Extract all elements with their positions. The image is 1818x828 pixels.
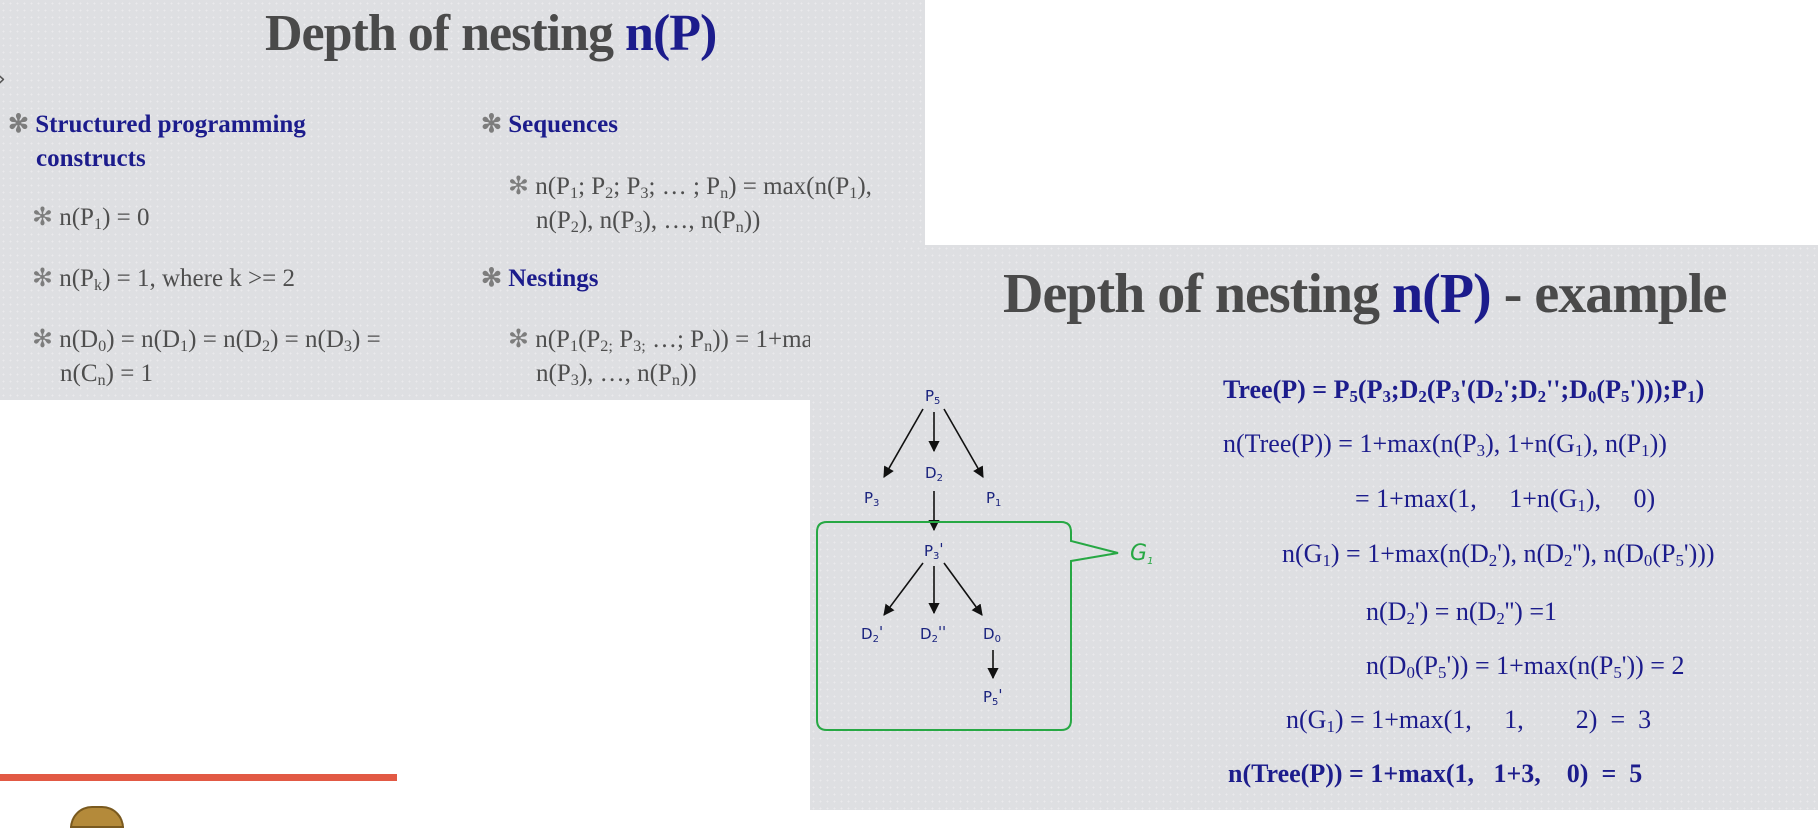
rule-d-constructs: ✻ n(D0) = n(D1) = n(D2) = n(D3) =n(Cn) =… [32, 326, 381, 390]
eq-tree-definition: Tree(P) = P5(P3;D2(P3'(D2';D2'';D0(P5'))… [1223, 375, 1705, 407]
slide-example: Depth of nesting n(P) - example G1 P5 D2… [810, 245, 1818, 810]
chevron-right-icon: › [0, 67, 6, 92]
edge-p3prime-d2prime [883, 562, 924, 616]
edge-p5-p3 [883, 408, 924, 478]
accent-bar [0, 774, 397, 781]
slide-title-example: Depth of nesting n(P) - example [1003, 263, 1727, 325]
group-g1-outline [816, 521, 1119, 731]
logo-partial [70, 806, 124, 828]
rule-pk: ✻ n(Pk) = 1, where k >= 2 [32, 265, 296, 295]
edge-p3prime-d0 [943, 562, 983, 616]
nesting-tree-diagram: G1 P5 D2 P3 P1 P3' D2' D2'' D0 P5' [816, 387, 1153, 731]
rule-sequences: ✻ n(P1; P2; P3; … ; Pn) = max(n(P1),n(P2… [508, 173, 872, 237]
node-p5: P5 [925, 387, 940, 407]
node-p3: P3 [864, 489, 879, 509]
rule-p1: ✻ n(P1) = 0 [32, 204, 150, 234]
eq-n-tree-result: n(Tree(P)) = 1+max(1, 1+3, 0) = 5 [1228, 759, 1643, 788]
sequences-heading: ✻ Sequences [481, 111, 618, 138]
node-p3-prime: P3' [924, 540, 944, 562]
slide-definition: › Depth of nesting n(P) ✻ Structured pro… [0, 0, 925, 400]
node-p1: P1 [986, 489, 1001, 509]
eq-n-d2: n(D2') = n(D2'') =1 [1366, 597, 1557, 629]
eq-n-d0: n(D0(P5')) = 1+max(n(P5')) = 2 [1366, 651, 1685, 683]
node-p5-prime: P5' [983, 686, 1003, 708]
node-d2: D2 [925, 464, 943, 484]
nestings-heading: ✻ Nestings [481, 265, 599, 292]
node-d0: D0 [983, 625, 1001, 645]
group-g1-label: G1 [1130, 541, 1153, 567]
eq-n-tree: n(Tree(P)) = 1+max(n(P3), 1+n(G1), n(P1)… [1223, 429, 1667, 461]
node-d2-prime: D2' [861, 623, 883, 645]
slide-title: Depth of nesting n(P) [265, 5, 717, 62]
eq-n-g1: n(G1) = 1+max(n(D2'), n(D2''), n(D0(P5')… [1282, 539, 1715, 571]
node-d2-dprime: D2'' [920, 623, 946, 645]
eq-n-tree-substituted: = 1+max(1, 1+n(G1), 0) [1355, 484, 1656, 516]
eq-n-g1-result: n(G1) = 1+max(1, 1, 2) = 3 [1286, 705, 1652, 737]
edge-p5-p1 [943, 408, 984, 478]
